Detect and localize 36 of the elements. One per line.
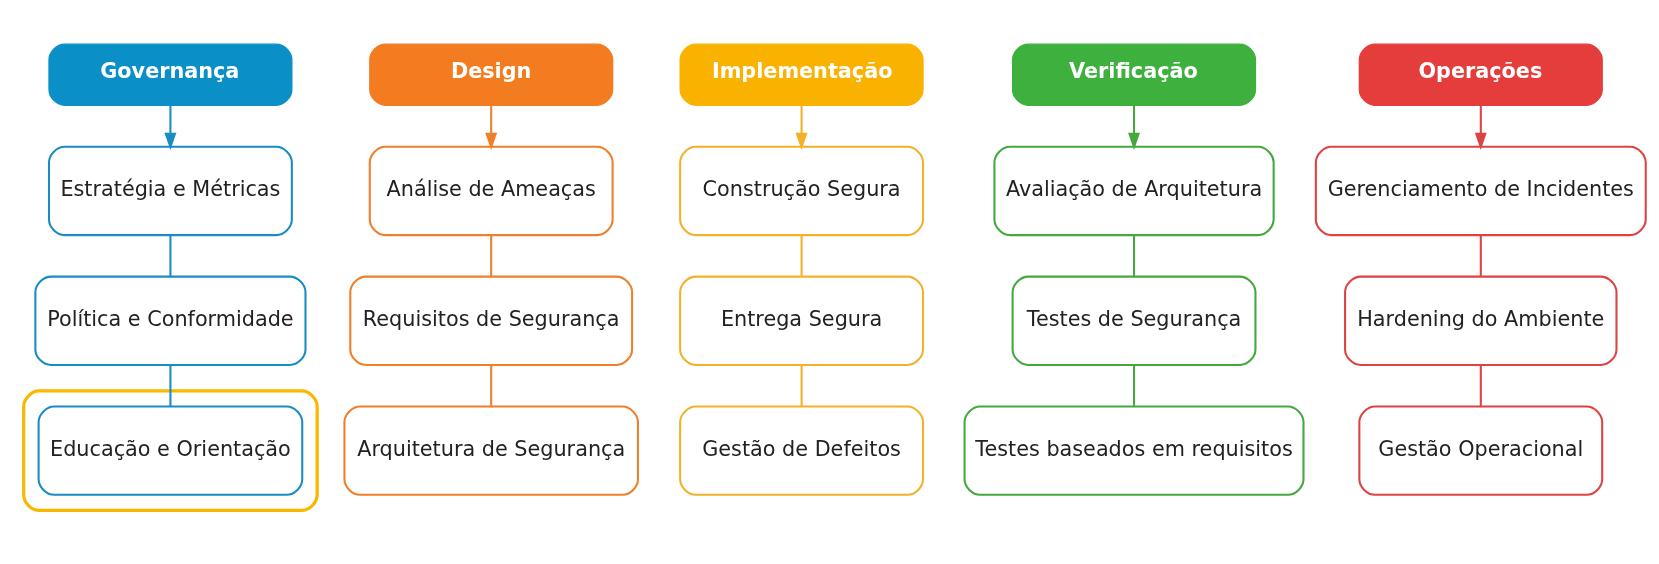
- arrow: [1128, 104, 1141, 150]
- node-box: Arquitetura de Segurança: [343, 404, 639, 496]
- node-box: Gestão Operacional: [1358, 404, 1604, 496]
- connector: [1479, 364, 1482, 406]
- node-box: Política e Conformidade: [34, 275, 307, 366]
- connector: [800, 364, 803, 406]
- connector: [1133, 234, 1136, 276]
- node-box: Estratégia e Métricas: [47, 145, 293, 236]
- arrow: [485, 104, 498, 150]
- node-box: Educação e Orientação: [37, 404, 304, 496]
- connector: [1133, 364, 1136, 406]
- connector: [1479, 234, 1482, 276]
- connector: [490, 234, 493, 276]
- node-box: Gerenciamento de Incidentes: [1314, 145, 1647, 236]
- connector: [800, 234, 803, 276]
- node-box: Testes baseados em requisitos: [963, 404, 1305, 496]
- node-box: Gestão de Defeitos: [679, 404, 925, 496]
- connector: [490, 364, 493, 406]
- node-box: Construção Segura: [679, 145, 925, 236]
- node-box: Hardening do Ambiente: [1344, 275, 1618, 366]
- node-box: Análise de Ameaças: [368, 145, 614, 236]
- cluster: [22, 388, 319, 512]
- node-box: Design: [369, 43, 614, 106]
- node-box: Verificação: [1011, 43, 1257, 106]
- arrow: [795, 104, 808, 150]
- arrow: [164, 104, 177, 150]
- connector: [169, 234, 172, 276]
- connector: [169, 364, 172, 406]
- node-box: Governança: [48, 43, 293, 106]
- node-box: Requisitos de Segurança: [349, 275, 634, 366]
- node-box: Implementação: [679, 43, 924, 106]
- node-box: Entrega Segura: [679, 275, 925, 366]
- arrow: [1474, 104, 1487, 150]
- node-box: Testes de Segurança: [1011, 275, 1257, 366]
- node-box: Operações: [1358, 43, 1603, 106]
- node-box: Avaliação de Arquitetura: [993, 145, 1275, 236]
